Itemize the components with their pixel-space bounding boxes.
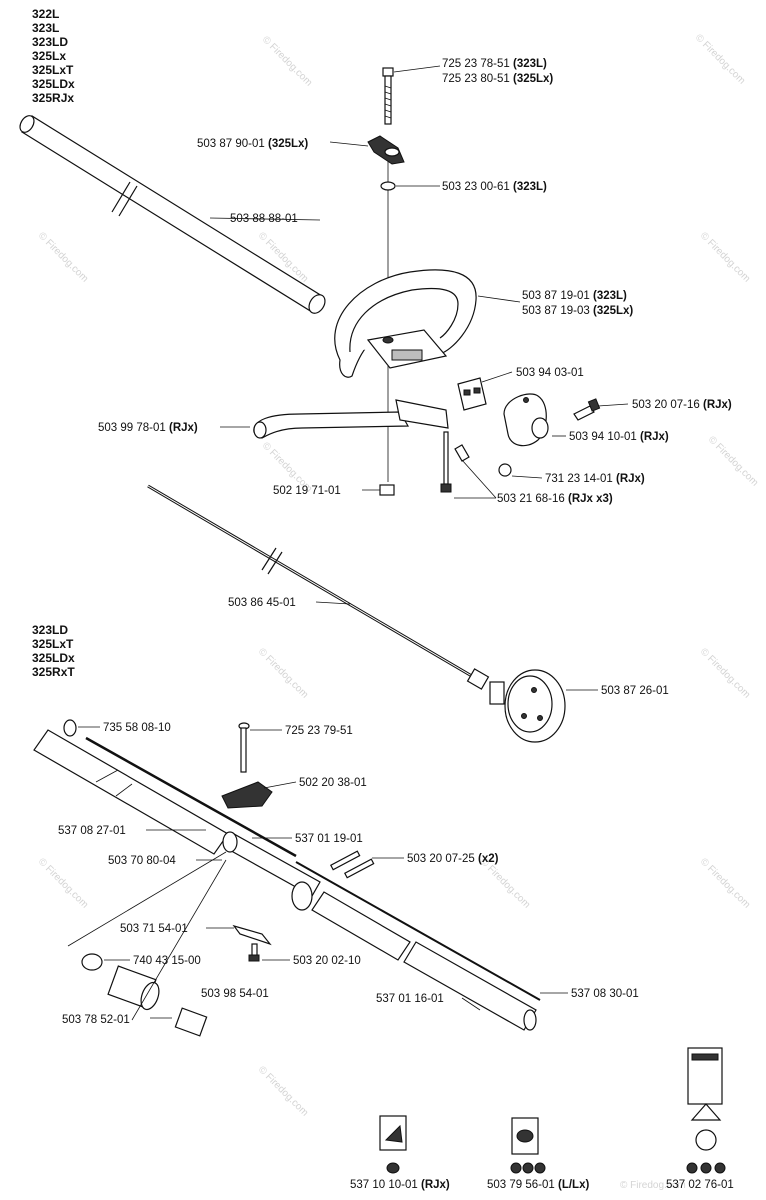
lower-tube-drawing [311,891,537,1031]
clamp-drawing [457,377,487,411]
part-label: 503 20 07-25 (x2) [407,853,499,865]
watermark: © Firedog.com [256,646,310,700]
knob-drawing [367,135,405,165]
part-label: 735 58 08-10 [103,722,171,734]
watermark: © Firedog.com [256,1064,310,1118]
watermark: © Firedog.com [260,34,314,88]
part-label: 503 87 26-01 [601,685,669,697]
part-label: 503 70 80-04 [108,855,176,867]
shaft-tube-drawing [19,115,326,314]
decal-3-drawing [686,1047,726,1174]
watermark: © Firedog.com [698,646,752,700]
watermark: © Firedog.com [698,856,752,910]
bolt-3-drawing [238,722,250,773]
model-list-top: 322L 323L 323LD 325Lx 325LxT 325LDx 325R… [32,7,75,105]
part-label: 537 08 30-01 [571,988,639,1000]
model-label: 323L [32,21,59,35]
watermark: © Firedog.com [620,1180,686,1191]
bearing-1-drawing [107,965,160,1011]
part-label: 503 20 07-16 (RJx) [632,399,732,411]
guard-bar-drawing [253,399,449,439]
drive-shaft-drawing [147,484,490,690]
part-label: 503 86 45-01 [228,597,296,609]
model-label: 325LxT [32,63,74,77]
part-label: 502 20 38-01 [299,777,367,789]
clip-drawing [232,924,272,946]
bolts-drawing [440,431,470,493]
part-label: 537 02 76-01 [666,1179,734,1191]
part-label: 503 98 54-01 [201,988,269,1000]
model-list-bottom: 323LD 325LxT 325LDx 325RxT [32,623,75,679]
part-label: 725 23 79-51 [285,725,353,737]
part-label: 503 20 02-10 [293,955,361,967]
part-label: 503 23 00-61 (323L) [442,181,547,193]
part-label: 503 94 10-01 (RJx) [569,431,669,443]
inner-shaft-drawing [85,736,297,858]
screw-drawing [573,398,601,421]
part-label: 537 10 10-01 (RJx) [350,1179,450,1191]
part-label: 537 01 19-01 [295,833,363,845]
bracket-drawing [503,393,549,447]
model-label: 323LD [32,35,68,49]
nut-drawing [498,463,512,477]
knob-2-drawing [221,781,273,809]
screw-2-drawing [248,943,260,962]
part-label: 537 01 16-01 [376,993,444,1005]
part-label: 503 78 52-01 [62,1014,130,1026]
part-label: 502 19 71-01 [273,485,341,497]
bolt-drawing [382,67,394,125]
part-label: 503 88 88-01 [230,213,298,225]
watermark: © Firedog.com [36,230,90,284]
part-label: 725 23 80-51 (325Lx) [442,73,553,85]
screws-2-drawing [330,850,375,879]
model-label: 323LD [32,623,68,637]
o-ring-drawing [81,953,103,971]
square-nut-drawing [379,484,395,496]
part-label: 740 43 15-00 [133,955,201,967]
model-label: 325LxT [32,637,74,651]
model-label: 325LDx [32,77,75,91]
decal-2-drawing [510,1117,546,1174]
part-label: 503 79 56-01 (L/Lx) [487,1179,589,1191]
part-label: 503 99 78-01 (RJx) [98,422,198,434]
model-label: 325Lx [32,49,66,63]
loop-handle-drawing [334,269,477,378]
decal-1-drawing [379,1115,407,1174]
bottom-assembly [33,719,726,1174]
coupler-drawing [222,831,321,911]
part-labels: 725 23 78-51 (323L) 725 23 80-51 (325Lx)… [58,58,734,1191]
watermark: © Firedog.com [698,230,752,284]
lower-shaft-drawing [295,861,541,1001]
part-label: 503 94 03-01 [516,367,584,379]
bearing-2-drawing [174,1007,208,1037]
watermark: © Firedog.com [693,32,747,86]
washer-drawing [380,181,396,191]
model-label: 325RJx [32,91,74,105]
model-label: 325RxT [32,665,75,679]
part-label: 731 23 14-01 (RJx) [545,473,645,485]
watermark: © Firedog.com [706,434,760,488]
part-label: 725 23 78-51 (323L) [442,58,547,70]
coupling-drawing [489,669,566,743]
watermark: © Firedog.com [36,856,90,910]
leader-lines [67,65,629,1021]
model-label: 325LDx [32,651,75,665]
part-label: 503 71 54-01 [120,923,188,935]
part-label: 503 21 68-16 (RJx x3) [497,493,613,505]
top-assembly [19,67,601,743]
part-label: 537 08 27-01 [58,825,126,837]
part-label: 503 87 90-01 (325Lx) [197,138,308,150]
plug-drawing [63,719,77,737]
model-label: 322L [32,7,59,21]
part-label: 503 87 19-01 (323L) [522,290,627,302]
part-label: 503 87 19-03 (325Lx) [522,305,633,317]
